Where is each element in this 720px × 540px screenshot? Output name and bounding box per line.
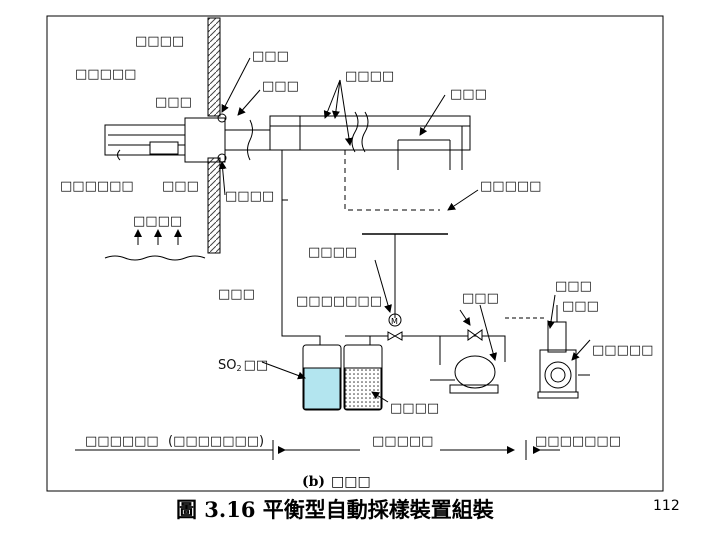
probe-assembly	[104, 113, 270, 163]
pointer-arrows	[134, 57, 591, 403]
sub-caption: (b)□□□	[302, 474, 371, 490]
label-top-mid-2: □□□	[262, 79, 299, 94]
page-number: 112	[653, 498, 680, 514]
label-top-left-2: □□□□□	[75, 67, 136, 82]
label-right-mid: □□□□□	[480, 179, 541, 194]
label-bottom-mid: □□□□□	[372, 434, 433, 449]
label-right-top-1: □□□	[555, 279, 592, 294]
stack-wall	[207, 17, 221, 254]
span-arrows	[75, 440, 560, 460]
pump-line	[402, 335, 441, 365]
label-top-left-1: □□□□	[135, 34, 184, 49]
motor-valve: M	[387, 313, 403, 341]
label-left-bottom: □□□□	[133, 214, 182, 229]
label-center-lower: □□□□	[225, 189, 274, 204]
figure-caption: 圖 3.16 平衡型自動採樣裝置組裝	[176, 497, 494, 522]
label-so2: SO2□□	[218, 358, 268, 373]
dashed-flow-line	[344, 150, 440, 211]
label-top-mid-3: □□□□	[345, 69, 394, 84]
label-mid-1: □□□□	[308, 245, 357, 260]
label-left-pipe: □□□	[218, 287, 255, 302]
pump	[430, 355, 499, 394]
svg-text:M: M	[391, 317, 398, 326]
label-left-lower-2: □□□	[162, 179, 199, 194]
label-bottom-left-paren: (□□□□□□□)	[168, 434, 264, 449]
label-top-right: □□□	[450, 87, 487, 102]
label-right-top-3: □□□□□	[592, 343, 653, 358]
label-valve: □□□□□□□	[296, 294, 382, 309]
needle-valve	[467, 329, 483, 341]
cut-line	[104, 255, 206, 261]
absorption-bottles	[302, 344, 383, 411]
label-top-mid-1: □□□	[252, 49, 289, 64]
label-bottom-right: □□□□□□□	[535, 434, 621, 449]
label-bottle: □□□□	[390, 401, 439, 416]
frame	[46, 15, 664, 492]
sampling-tube	[269, 111, 471, 170]
label-top-left-3: □□□	[155, 95, 192, 110]
label-bottom-left: □□□□□□	[85, 434, 159, 449]
label-pump: □□□	[462, 291, 499, 306]
label-right-top-2: □□□	[562, 299, 599, 314]
gas-meter	[537, 305, 590, 399]
label-left-lower-1: □□□□□□	[60, 179, 134, 194]
